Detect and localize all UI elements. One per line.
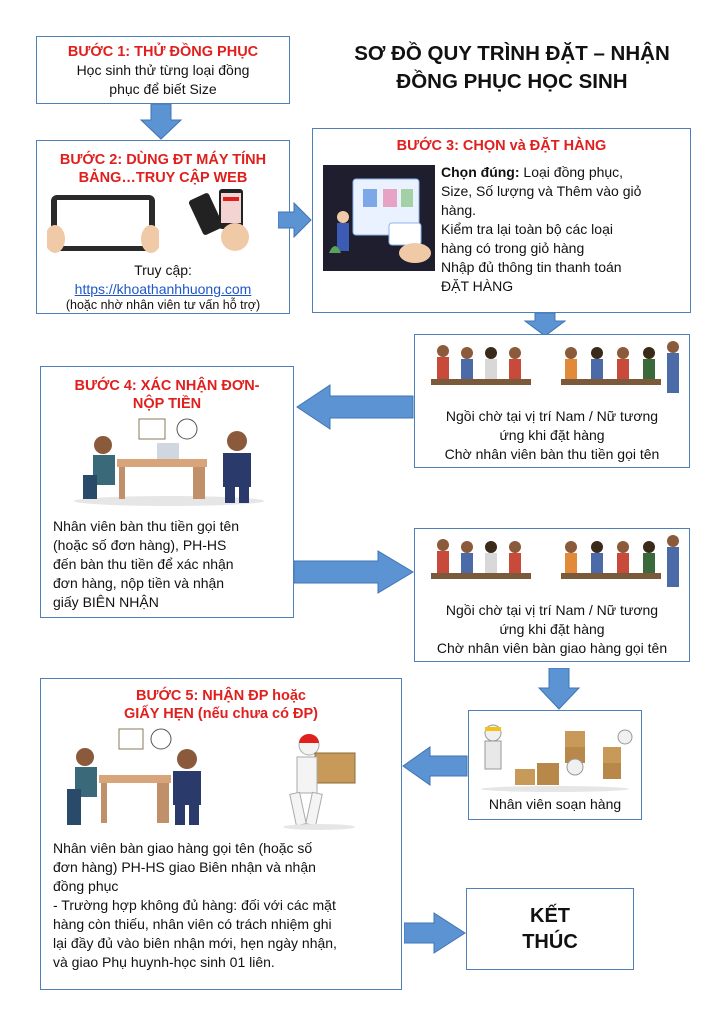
- phone-hand-illustration: [189, 189, 249, 251]
- step-3-line-1: Loại đồng phục,: [519, 164, 624, 180]
- step-1-line-2: phục để biết Size: [109, 81, 217, 97]
- step-2-access-label: Truy cập:: [134, 262, 192, 278]
- step-5-line-7: và giao Phụ huynh-học sinh 01 liên.: [53, 954, 275, 970]
- arrow-right-3: [404, 912, 466, 954]
- step-1-heading: BƯỚC 1: THỬ ĐỒNG PHỤC: [67, 44, 259, 60]
- delivery-desk-illustration: [67, 728, 201, 825]
- step-5-heading-2: GIẤY HẸN (nếu chưa có ĐP): [124, 706, 318, 722]
- step-3-heading: BƯỚC 3: CHỌN và ĐẶT HÀNG: [396, 138, 607, 154]
- wait-2-line-2: ứng khi đặt hàng: [499, 621, 605, 637]
- step-5-line-5: hàng còn thiếu, nhân viên có trách nhiệm…: [53, 916, 332, 932]
- wait-1-line-2: ứng khi đặt hàng: [499, 427, 605, 443]
- step-2-heading-1: BƯỚC 2: DÙNG ĐT MÁY TÍNH: [59, 152, 267, 168]
- waiting-people-illustration-1: [431, 341, 679, 393]
- box-carrier-illustration: [283, 734, 356, 830]
- wait-2-line-1: Ngồi chờ tại vị trí Nam / Nữ tương: [445, 602, 659, 618]
- step-5-line-1: Nhân viên bàn giao hàng gọi tên (hoặc số: [53, 840, 313, 856]
- step-1-box: BƯỚC 1: THỬ ĐỒNG PHỤC Học sinh thử từng …: [36, 36, 290, 104]
- title-line-2: ĐỒNG PHỤC HỌC SINH: [396, 70, 628, 93]
- step-3-line-3: hàng.: [441, 202, 477, 218]
- arrow-right-1: [278, 202, 312, 238]
- step-4-heading-1: BƯỚC 4: XÁC NHẬN ĐƠN-: [74, 378, 260, 394]
- step-3-line-2: Size, Số lượng và Thêm vào giỏ: [441, 183, 642, 199]
- step-5-line-4: - Trường hợp không đủ hàng: đối với các …: [53, 897, 336, 913]
- step-1-line-1: Học sinh thử từng loại đồng: [76, 62, 250, 78]
- online-shopping-illustration: [323, 165, 435, 271]
- prep-box: Nhân viên soạn hàng: [468, 710, 642, 820]
- arrow-down-3: [538, 668, 580, 710]
- end-box: KẾT THÚC: [466, 888, 634, 970]
- cashier-desk-illustration: [74, 418, 264, 506]
- warehouse-workers-illustration: [481, 724, 633, 792]
- step-5-box: BƯỚC 5: NHẬN ĐP hoặc GIẤY HẸN (nếu chưa …: [40, 678, 402, 990]
- arrow-left-1: [296, 384, 414, 430]
- tablet-hands-illustration: [47, 195, 159, 253]
- wait-1-line-1: Ngồi chờ tại vị trí Nam / Nữ tương: [445, 408, 659, 424]
- step-2-note: (hoặc nhờ nhân viên tư vấn hỗ trợ): [65, 298, 261, 312]
- step-3-line-4: Kiểm tra lại toàn bộ các loại: [441, 221, 613, 237]
- step-5-heading-1: BƯỚC 5: NHẬN ĐP hoặc: [136, 688, 306, 704]
- page-title: SƠ ĐỒ QUY TRÌNH ĐẶT – NHẬN ĐỒNG PHỤC HỌC…: [312, 40, 712, 96]
- step-4-heading-2: NỘP TIỀN: [132, 396, 202, 412]
- step-3-box: BƯỚC 3: CHỌN và ĐẶT HÀNG Chọn đúng: Loại…: [312, 128, 691, 313]
- step-4-line-5: giấy BIÊN NHẬN: [53, 594, 159, 610]
- step-5-line-2: đơn hàng) PH-HS giao Biên nhận và nhận: [53, 859, 316, 875]
- step-3-bold-label: Chọn đúng:: [441, 164, 520, 180]
- step-5-line-6: lại đầy đủ vào biên nhận mới, hẹn ngày n…: [53, 935, 337, 951]
- step-2-box: BƯỚC 2: DÙNG ĐT MÁY TÍNH BẢNG…TRUY CẬP W…: [36, 140, 290, 314]
- end-line-2: THÚC: [522, 931, 578, 953]
- arrow-down-1: [140, 104, 182, 140]
- arrow-down-2: [524, 313, 566, 337]
- prep-label: Nhân viên soạn hàng: [488, 796, 622, 812]
- arrow-left-2: [402, 746, 468, 786]
- wait-2-line-3: Chờ nhân viên bàn giao hàng gọi tên: [436, 640, 668, 656]
- step-3-line-6: Nhập đủ thông tin thanh toán: [441, 259, 622, 275]
- step-4-line-4: đơn hàng, nộp tiền và nhận: [53, 575, 225, 591]
- step-4-line-3: đến bàn thu tiền để xác nhận: [53, 556, 234, 572]
- website-link[interactable]: https://khoathanhhuong.com: [74, 281, 252, 297]
- step-4-line-1: Nhân viên bàn thu tiền gọi tên: [53, 518, 240, 534]
- wait-delivery-box: Ngồi chờ tại vị trí Nam / Nữ tương ứng k…: [414, 528, 690, 662]
- step-5-line-3: đồng phục: [53, 878, 119, 894]
- step-2-heading-2: BẢNG…TRUY CẬP WEB: [78, 170, 248, 186]
- title-line-1: SƠ ĐỒ QUY TRÌNH ĐẶT – NHẬN: [354, 42, 670, 65]
- step-3-line-5: hàng có trong giỏ hàng: [441, 240, 585, 256]
- end-line-1: KẾT: [530, 905, 570, 927]
- waiting-people-illustration-2: [431, 535, 679, 587]
- step-4-line-2: (hoặc số đơn hàng), PH-HS: [53, 537, 227, 553]
- wait-cashier-box: Ngồi chờ tại vị trí Nam / Nữ tương ứng k…: [414, 334, 690, 468]
- step-3-line-7: ĐẶT HÀNG: [441, 278, 514, 294]
- wait-1-line-3: Chờ nhân viên bàn thu tiền gọi tên: [444, 446, 660, 462]
- step-4-box: BƯỚC 4: XÁC NHẬN ĐƠN- NỘP TIỀN Nhân viên…: [40, 366, 294, 618]
- arrow-right-2: [294, 550, 414, 594]
